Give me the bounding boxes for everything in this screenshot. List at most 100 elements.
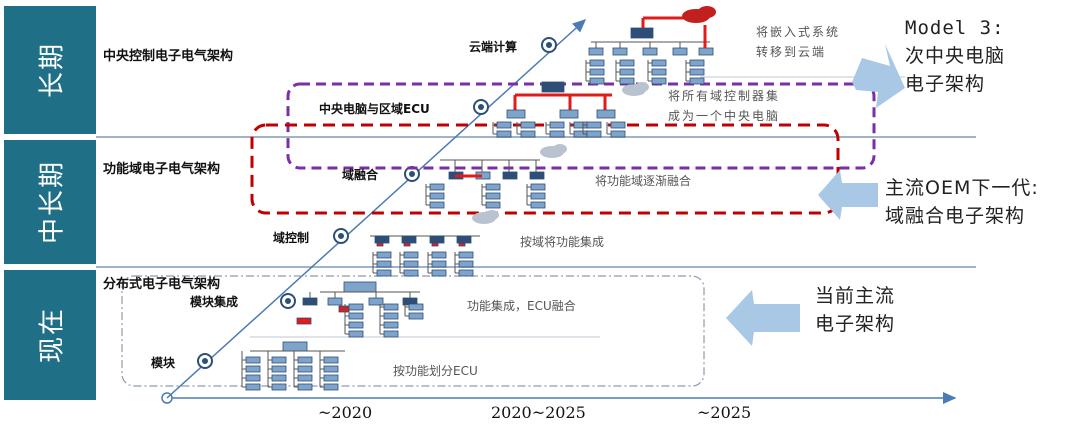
ecu-node: [431, 251, 447, 259]
ecu-node: [323, 356, 339, 364]
desc-central-line1: 将所有域控制器集: [668, 89, 781, 103]
ecu-node: [530, 201, 546, 209]
cloud-red-shape-puff: [698, 6, 716, 18]
band-mid-long-term: 中长期: [4, 140, 96, 264]
ecu-node: [530, 183, 546, 191]
ecu-node: [458, 260, 474, 268]
ecu-node: [689, 68, 705, 76]
ecu-node: [403, 269, 419, 277]
domain-controller: [429, 235, 445, 244]
domain-fusion-boundary: [250, 123, 840, 215]
ecu-node: [376, 251, 392, 259]
ecu-node: [496, 121, 512, 129]
ecu-node: [651, 77, 667, 85]
domain-controller: [374, 235, 390, 244]
cloud-server: [630, 27, 654, 39]
desc-cloud-line2: 转移到云端: [756, 45, 827, 59]
callout-current-line1: 当前主流: [815, 285, 896, 307]
current-callout-arrow: [726, 290, 800, 346]
central-cloud-puff: [635, 82, 649, 92]
ecu-node: [589, 77, 605, 85]
ecu-node: [245, 356, 261, 364]
ecu-node: [520, 121, 536, 129]
ecu-node: [458, 251, 474, 259]
model3-callout-arrow: [852, 44, 905, 108]
ecu-node: [271, 374, 287, 382]
callout-oem: 主流OEM下一代: 域融合电子架构: [885, 174, 1039, 230]
ecu-node: [383, 330, 399, 338]
ecu-node: [297, 374, 313, 382]
domain-red-mark: [431, 242, 439, 247]
ecu-node: [323, 365, 339, 373]
integ-controller: [302, 297, 318, 306]
ecu-node: [408, 312, 424, 320]
network-diagrams: [241, 6, 716, 391]
callout-oem-line2: 域融合电子架构: [885, 205, 1026, 227]
desc-fusion: 将功能域逐渐融合: [595, 174, 692, 188]
desc-domain-ctrl: 按域将功能集成: [520, 235, 605, 249]
callout-current: 当前主流 电子架构: [815, 282, 895, 338]
ecu-node: [297, 356, 313, 364]
stage-marker-module-integ: [280, 293, 296, 309]
gateway-module: [282, 341, 308, 352]
ecu-node: [651, 68, 667, 76]
ecu-node: [651, 59, 667, 67]
ecu-node: [429, 192, 445, 200]
year-label-3: ~2025: [697, 403, 752, 422]
stage-marker-cloud: [541, 37, 557, 53]
stage-module-label: 模块: [151, 356, 176, 370]
ecu-node: [245, 383, 261, 391]
ecu-node: [348, 312, 364, 320]
stage-module-integ-label: 模块集成: [190, 295, 239, 309]
ecu-node: [586, 130, 602, 138]
separator-top: [96, 136, 976, 138]
ecu-node: [245, 374, 261, 382]
ecu-node: [271, 383, 287, 391]
ecu-node: [376, 260, 392, 268]
stage-fusion-label: 域融合: [342, 168, 379, 182]
ecu-node: [271, 365, 287, 373]
ecu-node: [485, 183, 501, 191]
arch-central-label: 中央控制电子电气架构: [103, 49, 234, 64]
ecu-node: [297, 383, 313, 391]
band-now: 现在: [4, 270, 96, 400]
domain-red-mark: [458, 242, 466, 247]
ecu-node: [323, 383, 339, 391]
oem-callout-arrow: [818, 170, 878, 220]
ecu-node: [431, 260, 447, 268]
ecu-node: [376, 269, 392, 277]
ecu-node: [530, 192, 546, 200]
desc-central-line2: 成为一个中央电脑: [668, 109, 781, 123]
desc-central: 将所有域控制器集 成为一个中央电脑: [668, 86, 780, 126]
callout-model3-line2: 次中央电脑: [905, 45, 1006, 67]
ecu-node: [297, 365, 313, 373]
gateway-module-integ: [343, 281, 377, 293]
ecu-node: [429, 183, 445, 191]
callout-model3-line1: Model 3:: [905, 17, 1005, 39]
integ-red-node-2: [296, 317, 312, 325]
zone-ecu: [506, 109, 526, 119]
stage-marker-module: [197, 353, 213, 369]
ecu-node: [689, 77, 705, 85]
ecu-node: [586, 121, 602, 129]
ecu-node: [383, 312, 399, 320]
ecu-node: [485, 201, 501, 209]
stage-marker-central: [473, 99, 489, 115]
ecu-node: [383, 303, 399, 311]
band-long-term: 长期: [4, 6, 96, 134]
cloud-node: [612, 47, 628, 56]
fusion-controller: [529, 171, 545, 180]
domain-controller: [456, 235, 472, 244]
ecu-node: [589, 68, 605, 76]
zone-ecu: [596, 109, 616, 119]
ecu-node: [549, 121, 565, 129]
ecu-node: [619, 68, 635, 76]
cloud-node: [642, 47, 658, 56]
ecu-node: [271, 356, 287, 364]
ecu-node: [589, 59, 605, 67]
callout-oem-line1: 主流OEM下一代:: [885, 177, 1039, 199]
domain-red-mark: [403, 242, 411, 247]
year-label-2: 2020~2025: [491, 403, 586, 422]
domain-cloud-puff: [485, 210, 499, 220]
